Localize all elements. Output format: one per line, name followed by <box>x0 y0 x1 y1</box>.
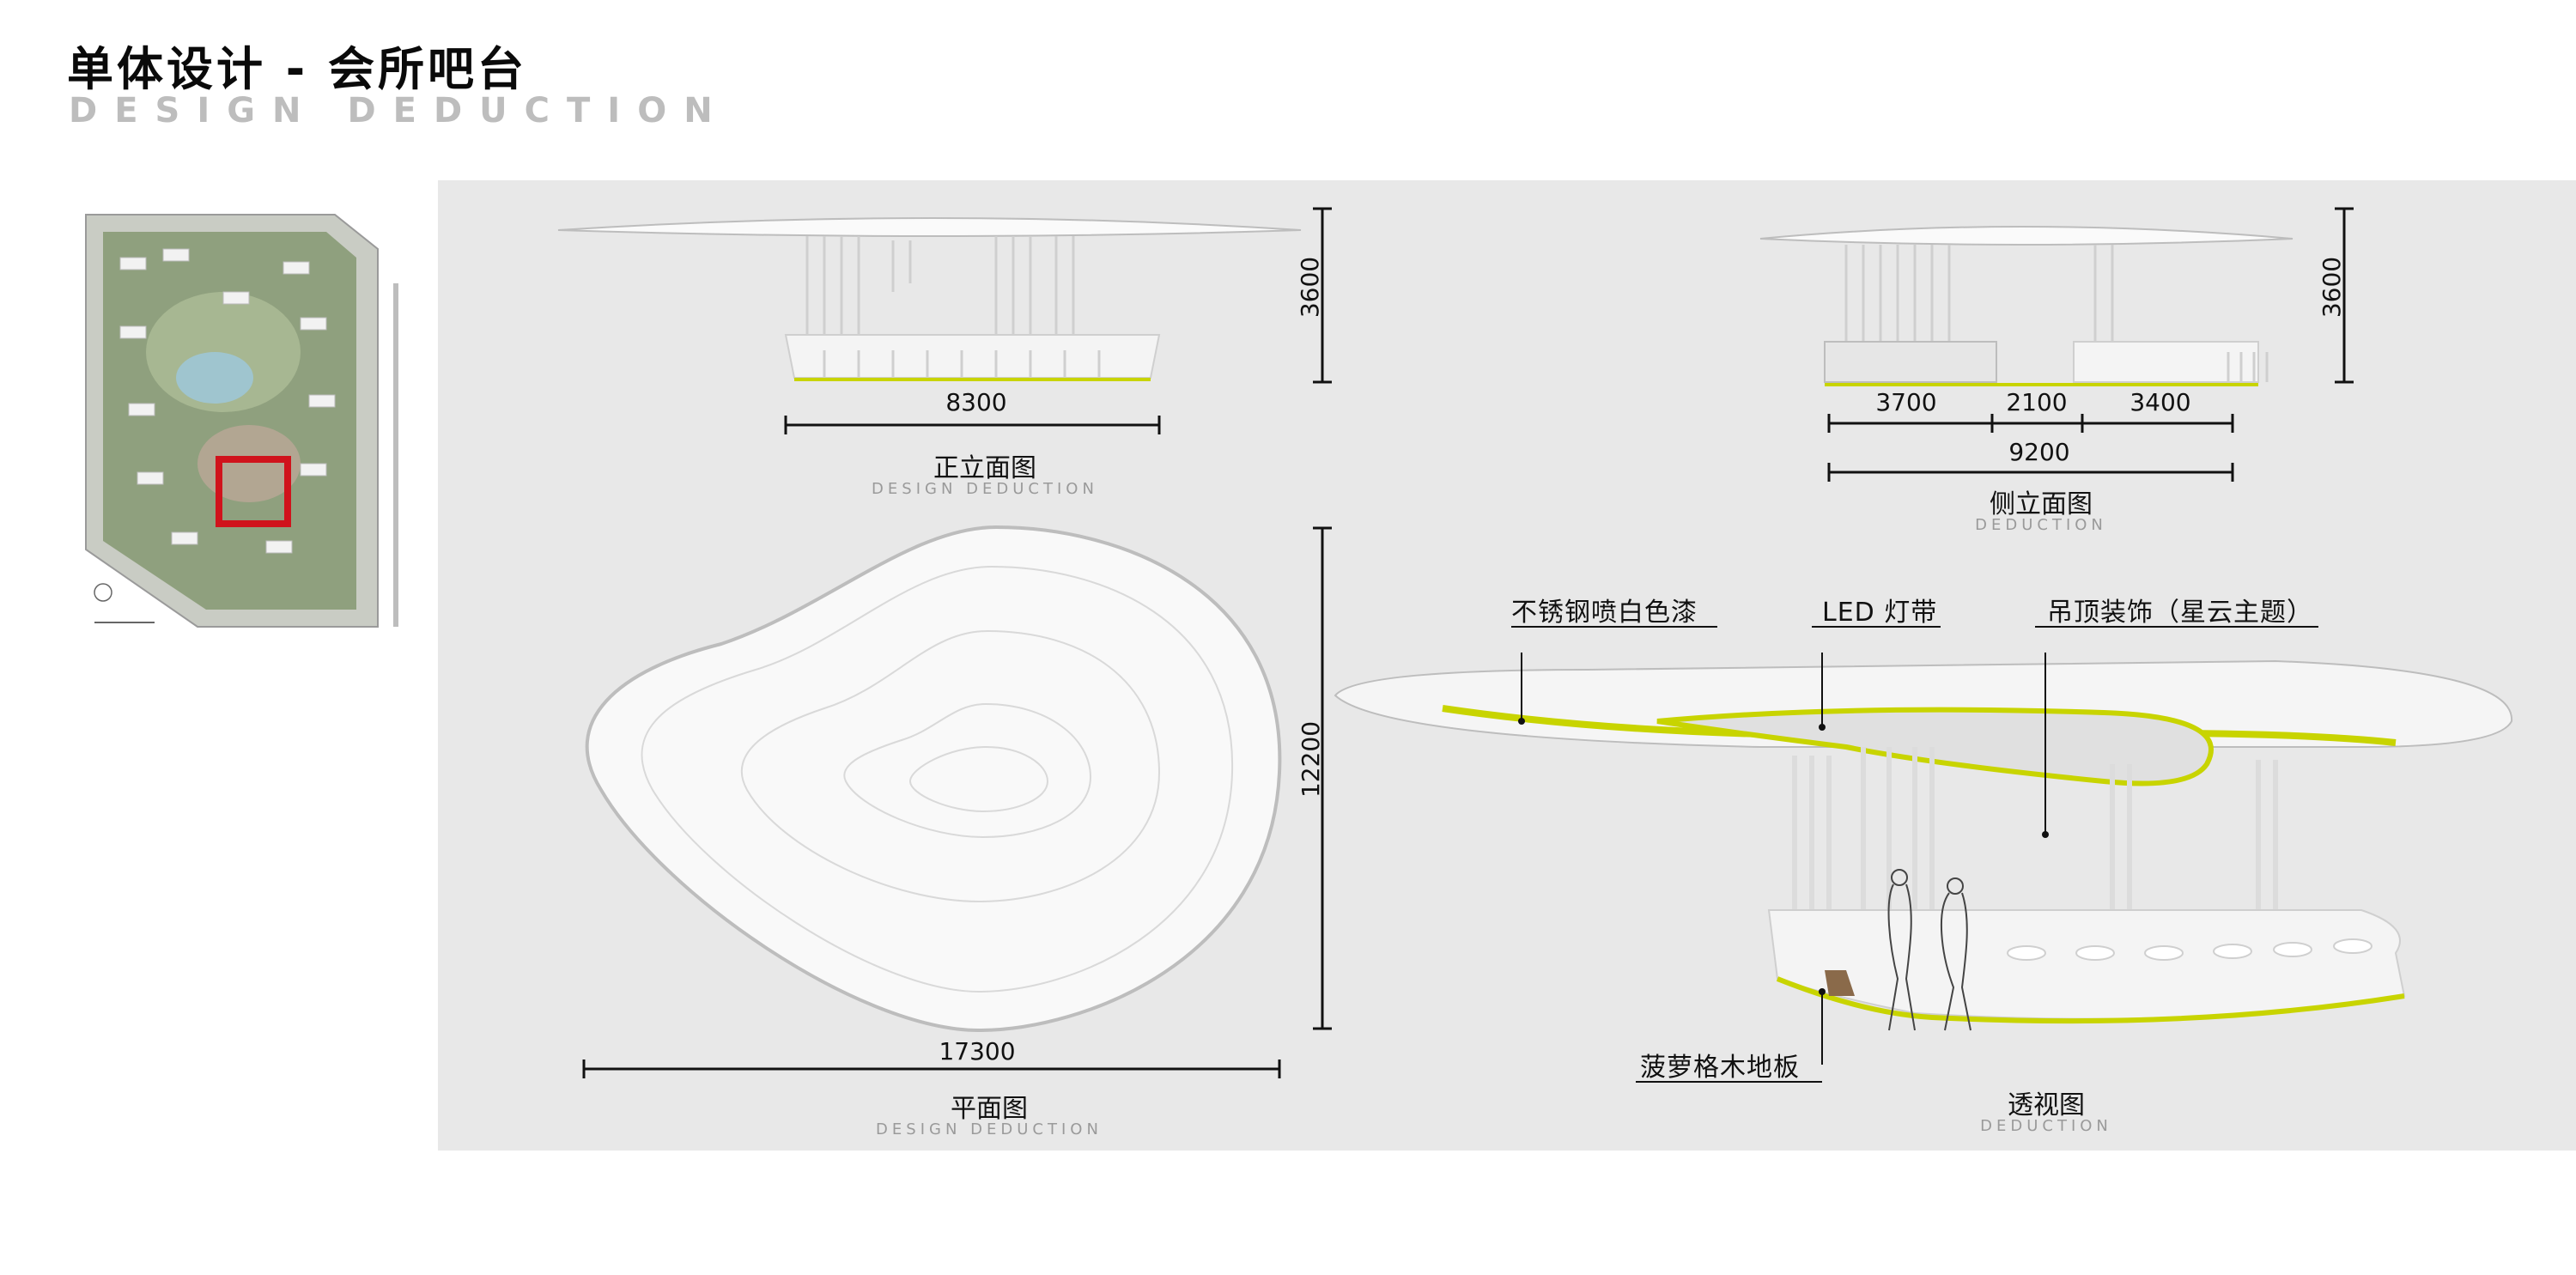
perspective-caption: 透视图 <box>2008 1090 2085 1120</box>
front-height-dimension-line <box>1313 207 1332 384</box>
plan-caption-sub: DESIGN DEDUCTION <box>876 1120 1103 1138</box>
front-elevation-caption: 正立面图 <box>933 453 1036 483</box>
floor-leader-line <box>1636 1081 1822 1083</box>
side-dimension-3: 3400 <box>2129 388 2191 416</box>
highlight-box <box>216 456 291 527</box>
side-total-dimension: 9200 <box>2008 438 2070 466</box>
label-stainless-steel: 不锈钢喷白色漆 <box>1511 598 1698 628</box>
side-height-dimension-line <box>2335 207 2354 384</box>
label-ceiling-decoration: 吊顶装饰（星云主题） <box>2047 598 2313 628</box>
side-elevation-caption-sub: DEDUCTION <box>1975 516 2107 534</box>
side-height-dimension: 3600 <box>2318 256 2347 319</box>
plan-width-dimension-line <box>582 1059 1281 1078</box>
front-width-dimension-line <box>784 416 1161 434</box>
side-dimension-lines <box>1827 414 2234 482</box>
label-led-strip: LED 灯带 <box>1822 598 1938 628</box>
side-dimension-1: 3700 <box>1875 388 1937 416</box>
perspective-caption-sub: DEDUCTION <box>1980 1117 2112 1135</box>
plan-caption: 平面图 <box>951 1094 1028 1124</box>
front-width-dimension: 8300 <box>945 388 1007 416</box>
side-elevation-caption: 侧立面图 <box>1990 489 2093 519</box>
front-elevation-drawing <box>557 217 1302 381</box>
plan-width-dimension: 17300 <box>939 1037 1016 1066</box>
label-wood-floor: 菠萝格木地板 <box>1640 1053 1800 1083</box>
perspective-leader-lines <box>1511 626 2318 628</box>
front-elevation-caption-sub: DESIGN DEDUCTION <box>872 480 1098 498</box>
page-title: 单体设计 - 会所吧台 <box>67 42 528 96</box>
plan-drawing <box>585 525 1282 1033</box>
page-subtitle: DESIGN DEDUCTION <box>69 91 730 131</box>
plan-height-dimension: 12200 <box>1297 720 1326 798</box>
front-height-dimension: 3600 <box>1296 256 1325 319</box>
perspective-drawing <box>1334 653 2513 1065</box>
site-plan-thumbnail <box>69 180 402 644</box>
side-dimension-2: 2100 <box>2006 388 2068 416</box>
side-elevation-drawing <box>1759 226 2293 386</box>
plan-height-dimension-line <box>1313 526 1332 1030</box>
